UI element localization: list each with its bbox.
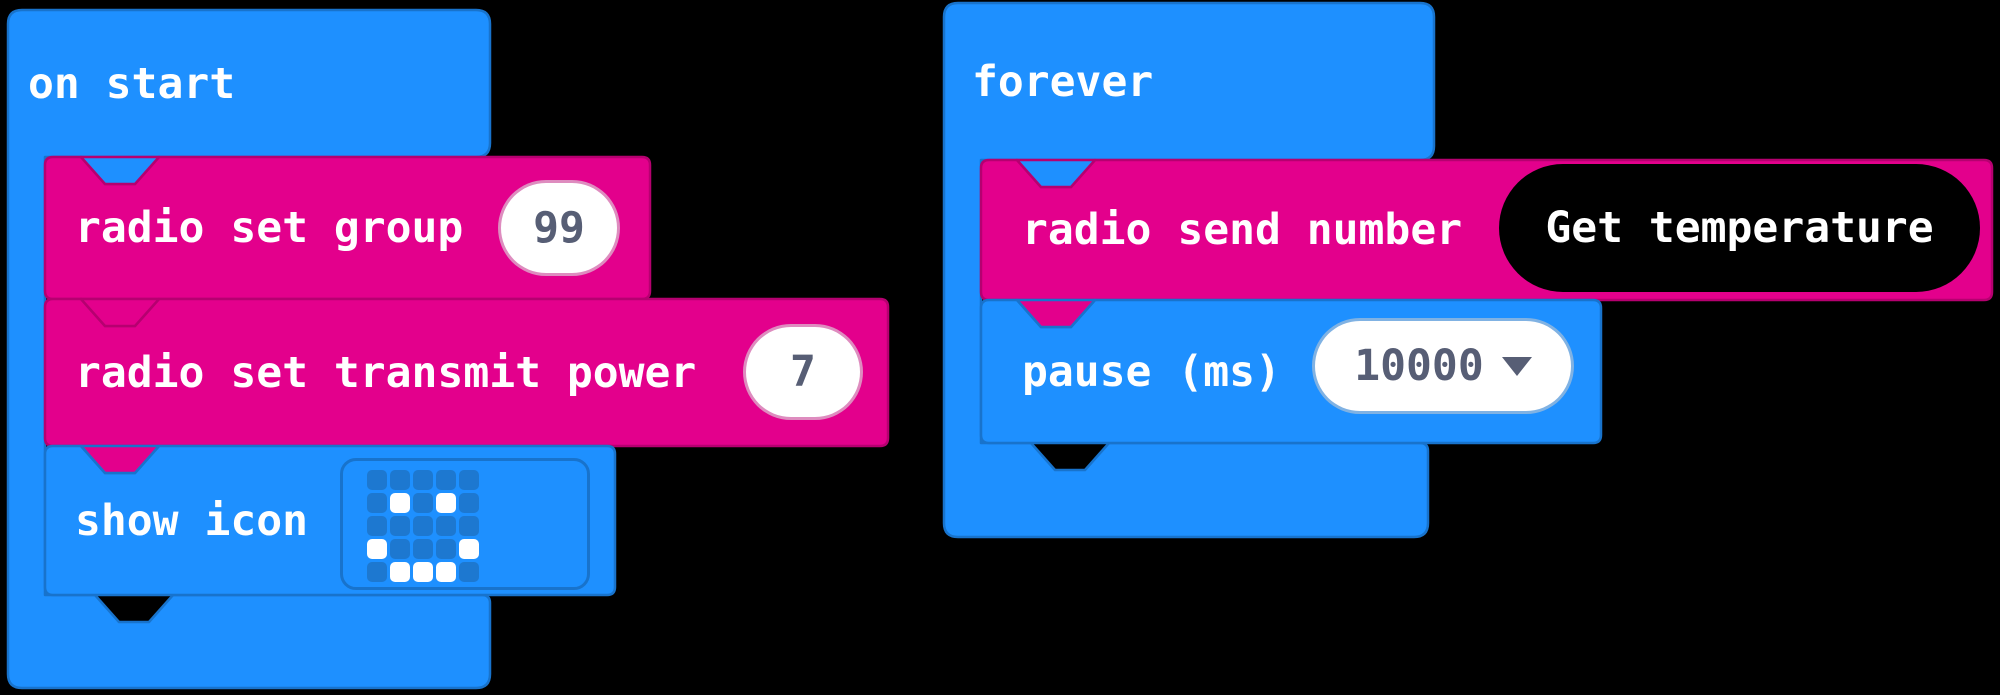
notch-plug — [79, 155, 161, 186]
forever-label: forever — [972, 56, 1154, 107]
led-cell-off[interactable] — [413, 516, 433, 536]
led-cell-off[interactable] — [367, 493, 387, 513]
radio-group-number-field[interactable]: 99 — [498, 180, 620, 276]
led-cell-on[interactable] — [459, 539, 479, 559]
led-cell-off[interactable] — [413, 539, 433, 559]
led-cell-off[interactable] — [367, 562, 387, 582]
radio-send-value: Get temperature — [1545, 203, 1934, 253]
on-start-label: on start — [28, 58, 236, 109]
radio-group-value: 99 — [533, 203, 585, 253]
led-cell-off[interactable] — [459, 493, 479, 513]
led-cell-on[interactable] — [390, 562, 410, 582]
icon-picker-field[interactable] — [340, 458, 590, 590]
led-cell-off[interactable] — [413, 493, 433, 513]
led-cell-off[interactable] — [436, 539, 456, 559]
radio-send-value-pill[interactable]: Get temperature — [1499, 164, 1980, 292]
pause-duration-value: 10000 — [1354, 341, 1484, 391]
led-grid[interactable] — [367, 470, 587, 582]
led-cell-off[interactable] — [390, 539, 410, 559]
led-cell-on[interactable] — [413, 562, 433, 582]
radio-set-transmit-power-label: radio set transmit power — [75, 347, 697, 398]
forever-block[interactable] — [942, 1, 1436, 539]
led-cell-on[interactable] — [436, 562, 456, 582]
pause-label: pause (ms) — [1022, 346, 1281, 397]
led-cell-on[interactable] — [367, 539, 387, 559]
led-cell-off[interactable] — [390, 470, 410, 490]
led-cell-off[interactable] — [436, 516, 456, 536]
notch-plug — [79, 444, 161, 475]
led-cell-off[interactable] — [367, 470, 387, 490]
show-icon-label: show icon — [75, 495, 308, 546]
transmit-power-number-field[interactable]: 7 — [743, 324, 863, 420]
led-cell-off[interactable] — [459, 562, 479, 582]
led-cell-off[interactable] — [436, 470, 456, 490]
led-cell-off[interactable] — [390, 516, 410, 536]
on-start-block[interactable] — [6, 8, 492, 690]
led-cell-off[interactable] — [413, 470, 433, 490]
led-cell-on[interactable] — [436, 493, 456, 513]
dropdown-caret-icon — [1501, 356, 1532, 376]
led-cell-off[interactable] — [459, 516, 479, 536]
notch-plug — [1015, 298, 1097, 329]
transmit-power-value: 7 — [790, 347, 816, 397]
notch-plug — [79, 297, 161, 328]
led-cell-off[interactable] — [367, 516, 387, 536]
radio-send-number-label: radio send number — [1022, 205, 1463, 255]
notch-plug — [1015, 158, 1097, 189]
led-cell-off[interactable] — [459, 470, 479, 490]
pause-duration-dropdown[interactable]: 10000 — [1312, 318, 1574, 414]
radio-set-group-label: radio set group — [75, 203, 464, 253]
led-cell-on[interactable] — [390, 493, 410, 513]
